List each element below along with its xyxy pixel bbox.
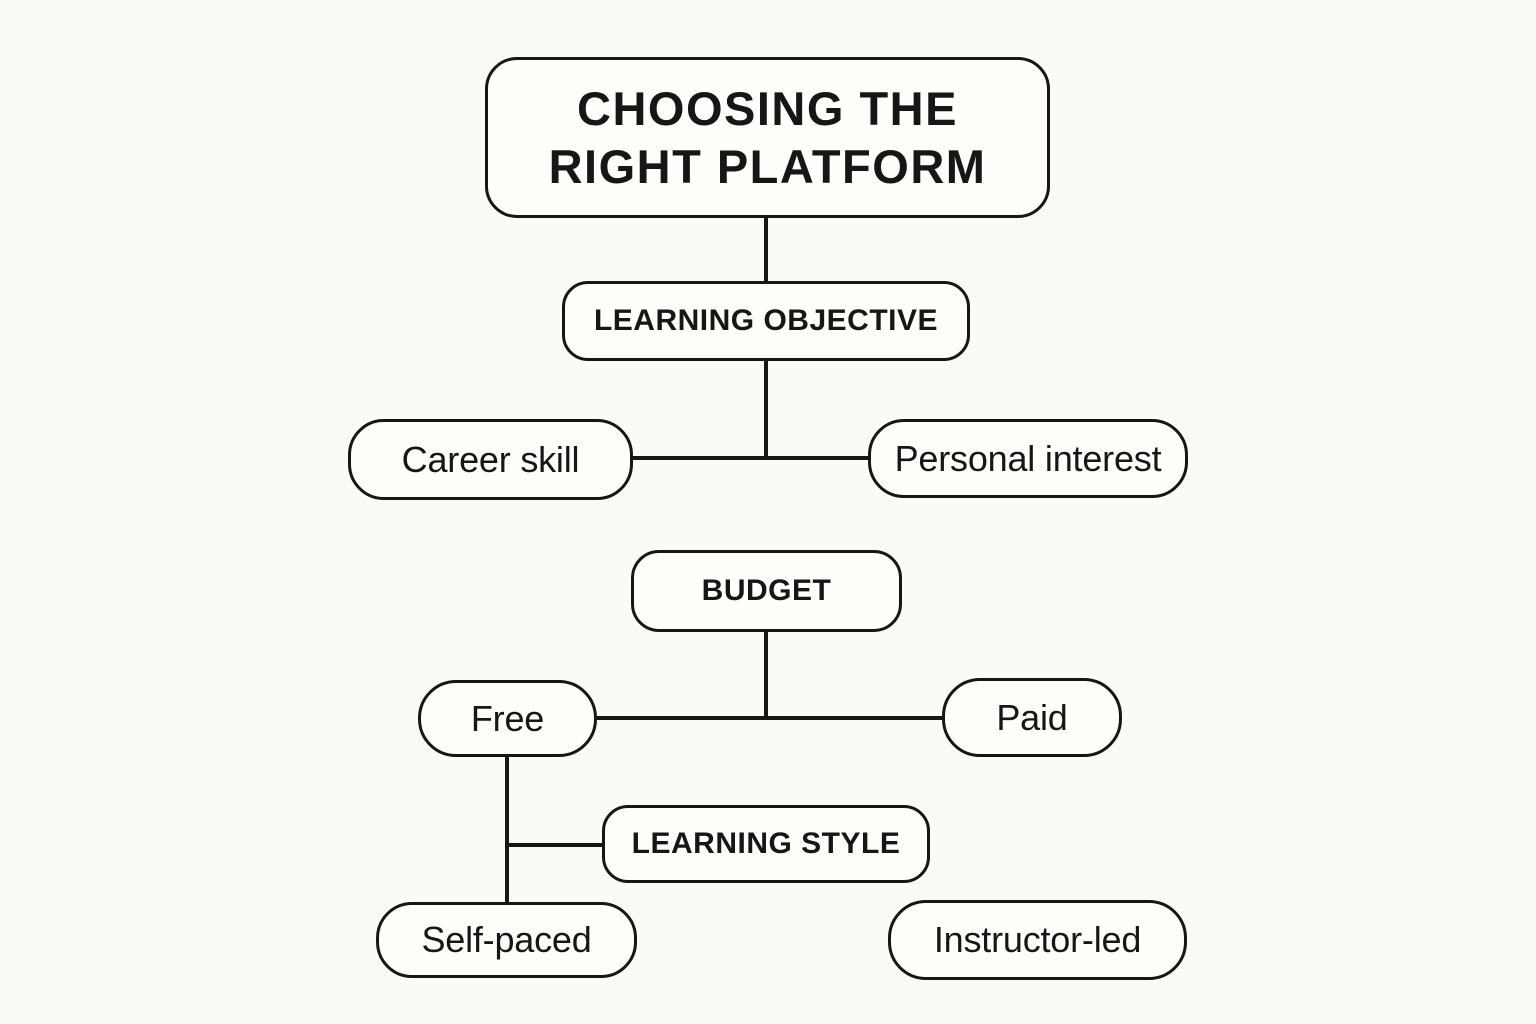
node-title: CHOOSING THE RIGHT PLATFORM bbox=[485, 57, 1050, 218]
node-instructor-led: Instructor-led bbox=[888, 900, 1187, 980]
node-budget: BUDGET bbox=[631, 550, 902, 632]
node-career-skill: Career skill bbox=[348, 419, 633, 500]
connector-budget-drop bbox=[764, 632, 768, 718]
connector-learning-objective-drop bbox=[764, 361, 768, 460]
node-learning-objective: LEARNING OBJECTIVE bbox=[562, 281, 970, 361]
node-paid: Paid bbox=[942, 678, 1122, 757]
node-personal-interest: Personal interest bbox=[868, 419, 1188, 498]
connector-branch-to-learning-style bbox=[505, 843, 602, 847]
node-free: Free bbox=[418, 680, 597, 757]
connector-free-to-self-paced bbox=[505, 757, 509, 902]
node-learning-style: LEARNING STYLE bbox=[602, 805, 930, 883]
node-self-paced: Self-paced bbox=[376, 902, 637, 978]
connector-title-to-learning-objective bbox=[764, 218, 768, 281]
connector-free-to-paid bbox=[597, 716, 942, 720]
connector-career-skill-to-personal-interest bbox=[633, 456, 868, 460]
